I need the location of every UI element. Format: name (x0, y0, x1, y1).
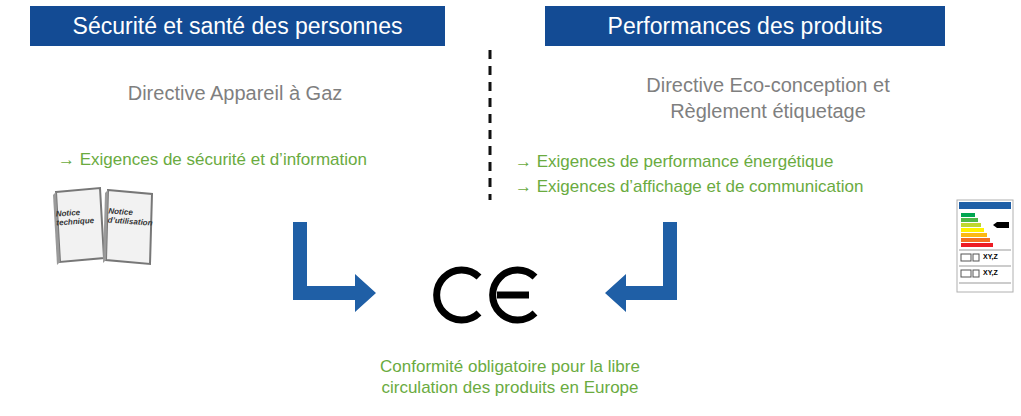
header-text: Performances des produits (608, 13, 883, 40)
directive-title: Directive Eco-conception et Règlement ét… (608, 72, 928, 124)
ce-mark (437, 270, 535, 320)
separator-line (489, 50, 492, 200)
label-value: XY,Z (983, 253, 998, 260)
label-value: XY,Z (983, 269, 998, 276)
booklet-icon (53, 188, 152, 265)
header-band: Sécurité et santé des personnes (30, 6, 445, 46)
conclusion-text: Conformité obligatoire pour la libre cir… (345, 356, 675, 398)
booklet-text: Notice d’utilisation (107, 206, 152, 227)
requirement-text: → Exigences d’affichage et de communicat… (515, 177, 863, 197)
energy-label-icon (957, 200, 1013, 292)
booklet-text: Notice technique (55, 206, 100, 227)
directive-title: Directive Appareil à Gaz (80, 80, 390, 106)
header-band: Performances des produits (545, 6, 945, 46)
elbow-arrow (293, 222, 376, 312)
requirement-text: → Exigences de performance énergétique (515, 152, 833, 172)
requirement-text: → Exigences de sécurité et d’information (58, 150, 367, 170)
header-text: Sécurité et santé des personnes (73, 13, 403, 40)
elbow-arrow (605, 222, 677, 312)
